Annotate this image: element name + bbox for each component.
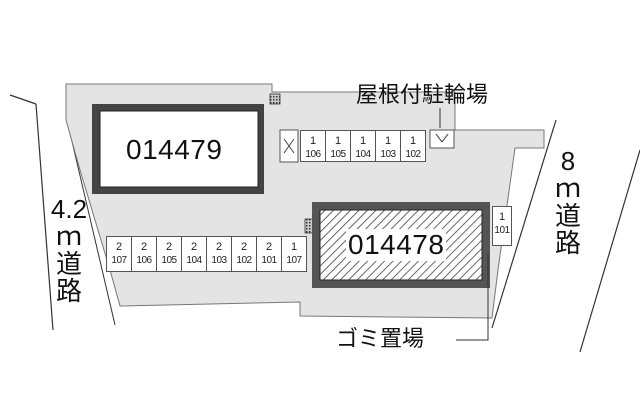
parking-slot-number: 103 <box>211 255 227 266</box>
road-label-char: 路 <box>55 275 82 306</box>
bike-slot-top-label: 1 <box>334 135 342 147</box>
bike-slot-top-label: 1 <box>359 135 367 147</box>
leader-garbage <box>456 254 489 341</box>
parking-slot-number: 106 <box>136 255 152 266</box>
parking-slot-top-label: 2 <box>240 241 248 253</box>
building-id-014478: 014478 <box>346 229 447 261</box>
road-left-edge-top <box>9 94 37 105</box>
parking-slot-top-label: 2 <box>140 241 148 253</box>
parking-slot-top-label: 2 <box>215 241 223 253</box>
road-label-char: 道 <box>554 200 581 231</box>
parking-slot-number: 104 <box>186 255 202 266</box>
road-left-edge <box>35 103 54 331</box>
building-id-014479: 014479 <box>126 134 223 165</box>
label-bike-shelter: 屋根付駐輪場 <box>356 82 489 107</box>
parking-slot-top-label: 1 <box>290 241 298 253</box>
parking-slot-number: 105 <box>161 255 177 266</box>
parking-slot-number: 107 <box>111 255 127 266</box>
shelter-end <box>429 129 455 149</box>
bike-slot-number: 103 <box>380 149 396 160</box>
parking-slot-top-label: 2 <box>115 241 123 253</box>
building-014479-inner <box>99 110 259 188</box>
parking-slot-top-label: 2 <box>265 241 273 253</box>
road-left-inner <box>66 119 116 326</box>
road-label-char: 8 <box>560 146 576 176</box>
road-label-char: 道 <box>55 248 82 279</box>
parking-slot-number: 107 <box>286 255 302 266</box>
slot-right-101: 1 101 <box>492 206 512 246</box>
road-label-char: 路 <box>554 227 581 258</box>
road-right-edge <box>579 149 640 353</box>
road-label-char: ｍ <box>55 221 82 252</box>
parking-slot-number: 101 <box>261 255 277 266</box>
bike-slot-top-label: 1 <box>409 135 417 147</box>
parking-slot-top-label: 2 <box>165 241 173 253</box>
bike-slot-top-label: 1 <box>309 135 317 147</box>
parking-slot-top-label: 2 <box>190 241 198 253</box>
bike-slot-number: 104 <box>355 149 371 160</box>
road-label-char: ｍ <box>554 173 581 204</box>
road-right-inner <box>491 119 557 329</box>
bike-slot-top-label: 1 <box>384 135 392 147</box>
bike-slot-number: 105 <box>330 149 346 160</box>
meter-box-1 <box>269 93 281 105</box>
bike-slot-number: 102 <box>405 149 421 160</box>
parking-slot-number: 102 <box>236 255 252 266</box>
road-label-char: 4.2 <box>50 194 88 224</box>
bike-slot-number: 106 <box>305 149 321 160</box>
label-garbage: ゴミ置場 <box>336 326 425 351</box>
